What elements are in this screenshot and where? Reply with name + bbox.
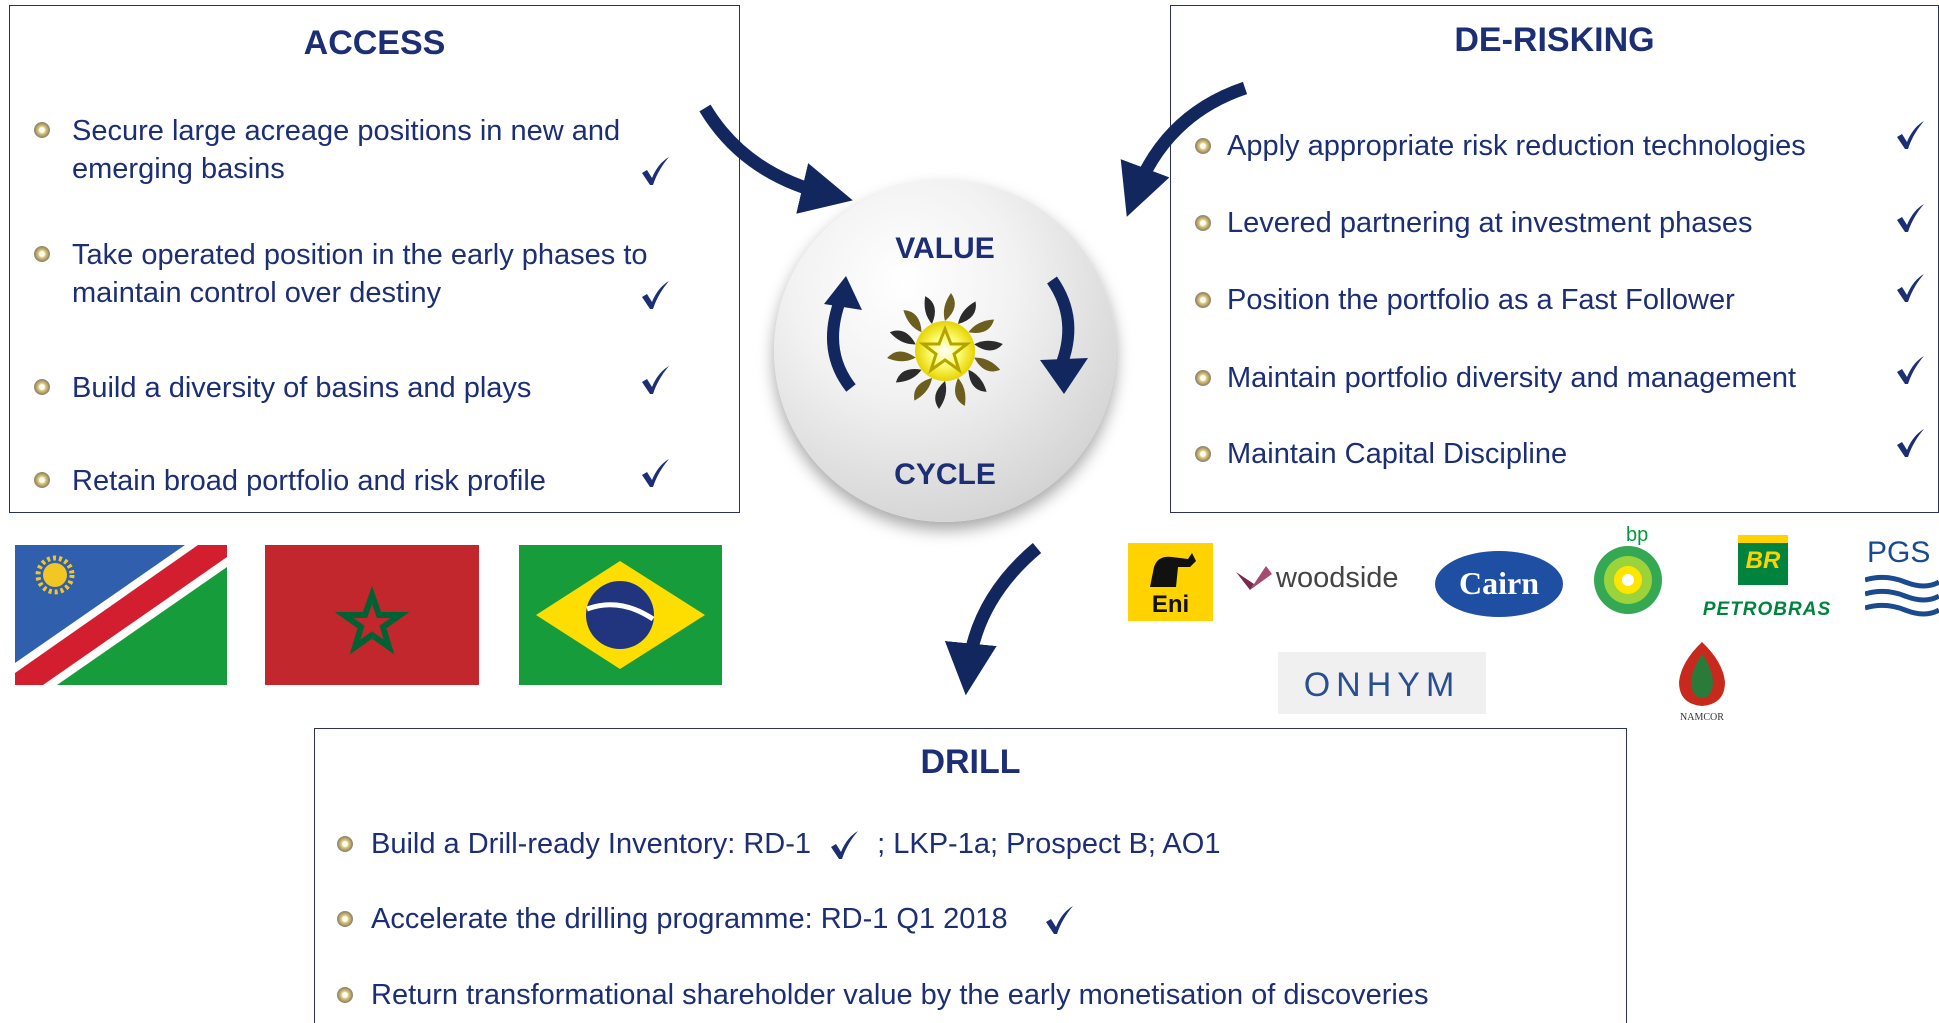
- brazil-flag: [519, 545, 722, 685]
- bullet-icon: [337, 911, 353, 927]
- burst-petal: [974, 340, 1003, 351]
- check-icon: [827, 828, 861, 862]
- burst-petal: [887, 351, 916, 362]
- cycle-left-arrow-icon: [824, 276, 862, 392]
- drill-item-2: Accelerate the drilling programme: RD-1 …: [371, 900, 1076, 938]
- bullet-icon: [34, 246, 50, 262]
- access-item-1-line2: emerging basins: [72, 153, 285, 185]
- arrow-derisking-to-cycle: [1120, 81, 1248, 217]
- derisking-item-2: Levered partnering at investment phases: [1227, 207, 1753, 239]
- cairn-logo-text: Cairn: [1459, 565, 1539, 601]
- derisking-title: DE-RISKING: [1454, 21, 1655, 59]
- burst-petal: [903, 310, 922, 333]
- woodside-logo: woodside: [1232, 560, 1412, 600]
- drill-item-1: Build a Drill-ready Inventory: RD-1 ; LK…: [371, 825, 1220, 863]
- woodside-logo-text: woodside: [1276, 562, 1399, 594]
- access-item-4: Retain broad portfolio and risk profile: [72, 465, 546, 497]
- petrobras-logo: BR PETROBRAS: [1692, 535, 1842, 625]
- burst-petal: [889, 330, 916, 345]
- burst-petal: [895, 369, 922, 383]
- burst-petal: [974, 357, 1001, 372]
- burst-petal: [968, 369, 987, 392]
- cairn-logo: Cairn: [1435, 551, 1563, 617]
- drill-item-2-text: Accelerate the drilling programme: RD-1 …: [371, 903, 1008, 935]
- access-item-2-line1: Take operated position in the early phas…: [72, 239, 648, 271]
- petrobras-badge-text: BR: [1745, 547, 1781, 574]
- pgs-logo: PGS: [1865, 536, 1939, 634]
- petrobras-badge: BR: [1738, 535, 1788, 585]
- arrow-access-to-cycle: [699, 104, 853, 214]
- access-item-2-line2: maintain control over destiny: [72, 277, 442, 309]
- access-item-1-line1: Secure large acreage positions in new an…: [72, 115, 621, 147]
- cycle-right-arrow-icon: [1040, 276, 1088, 394]
- burst-petal: [955, 378, 966, 406]
- drill-item-3: Return transformational shareholder valu…: [371, 979, 1429, 1011]
- drill-title: DRILL: [920, 743, 1021, 781]
- drill-item-1-before: Build a Drill-ready Inventory: RD-1: [371, 828, 811, 860]
- bullet-icon: [1195, 138, 1211, 154]
- pgs-logo-text: PGS: [1867, 536, 1931, 569]
- cycle-label: CYCLE: [894, 458, 996, 491]
- arrow-cycle-to-drill: [944, 543, 1042, 696]
- value-cycle-wheel: VALUE CYCLE: [774, 180, 1116, 522]
- derisking-panel: DE-RISKING Apply appropriate risk reduct…: [1170, 5, 1939, 513]
- bullet-icon: [1195, 370, 1211, 386]
- drill-panel: DRILL Build a Drill-ready Inventory: RD-…: [314, 728, 1627, 1023]
- burst-petal: [958, 301, 976, 324]
- drill-item-1-after: ; LKP-1a; Prospect B; AO1: [877, 828, 1221, 860]
- bullet-icon: [1195, 292, 1211, 308]
- eni-logo-text: Eni: [1151, 591, 1190, 618]
- access-item-1: Secure large acreage positions in new an…: [72, 112, 620, 188]
- bullet-icon: [337, 987, 353, 1003]
- bullet-icon: [337, 836, 353, 852]
- value-label: VALUE: [895, 232, 995, 265]
- derisking-item-1: Apply appropriate risk reduction technol…: [1227, 130, 1806, 162]
- access-item-2: Take operated position in the early phas…: [72, 236, 648, 312]
- access-title: ACCESS: [303, 24, 446, 62]
- bullet-icon: [34, 122, 50, 138]
- star-burst-icon: [887, 293, 1003, 409]
- morocco-flag: [265, 545, 479, 685]
- namibia-flag: [15, 545, 227, 685]
- namcor-logo: NAMCOR: [1665, 640, 1739, 730]
- bp-logo: bp: [1590, 524, 1670, 616]
- eni-logo: Eni: [1128, 543, 1213, 621]
- bullet-icon: [1195, 446, 1211, 462]
- bullet-icon: [34, 379, 50, 395]
- access-item-3: Build a diversity of basins and plays: [72, 372, 532, 404]
- access-panel: ACCESS Secure large acreage positions in…: [9, 5, 740, 513]
- bullet-icon: [34, 472, 50, 488]
- bullet-icon: [1195, 215, 1211, 231]
- check-icon: [1042, 903, 1076, 937]
- onhym-logo: ONHYM: [1278, 652, 1486, 714]
- burst-petal: [968, 319, 995, 333]
- burst-petal: [943, 293, 955, 321]
- onhym-logo-text: ONHYM: [1303, 666, 1461, 704]
- derisking-item-3: Position the portfolio as a Fast Followe…: [1227, 284, 1735, 316]
- derisking-item-5: Maintain Capital Discipline: [1227, 438, 1568, 470]
- burst-petal: [935, 381, 947, 409]
- namcor-logo-text: NAMCOR: [1680, 712, 1724, 723]
- petrobras-logo-text: PETROBRAS: [1702, 599, 1832, 620]
- derisking-item-4: Maintain portfolio diversity and managem…: [1227, 362, 1797, 394]
- burst-petal: [924, 296, 935, 324]
- bp-logo-text: bp: [1626, 524, 1649, 546]
- burst-petal: [914, 378, 932, 401]
